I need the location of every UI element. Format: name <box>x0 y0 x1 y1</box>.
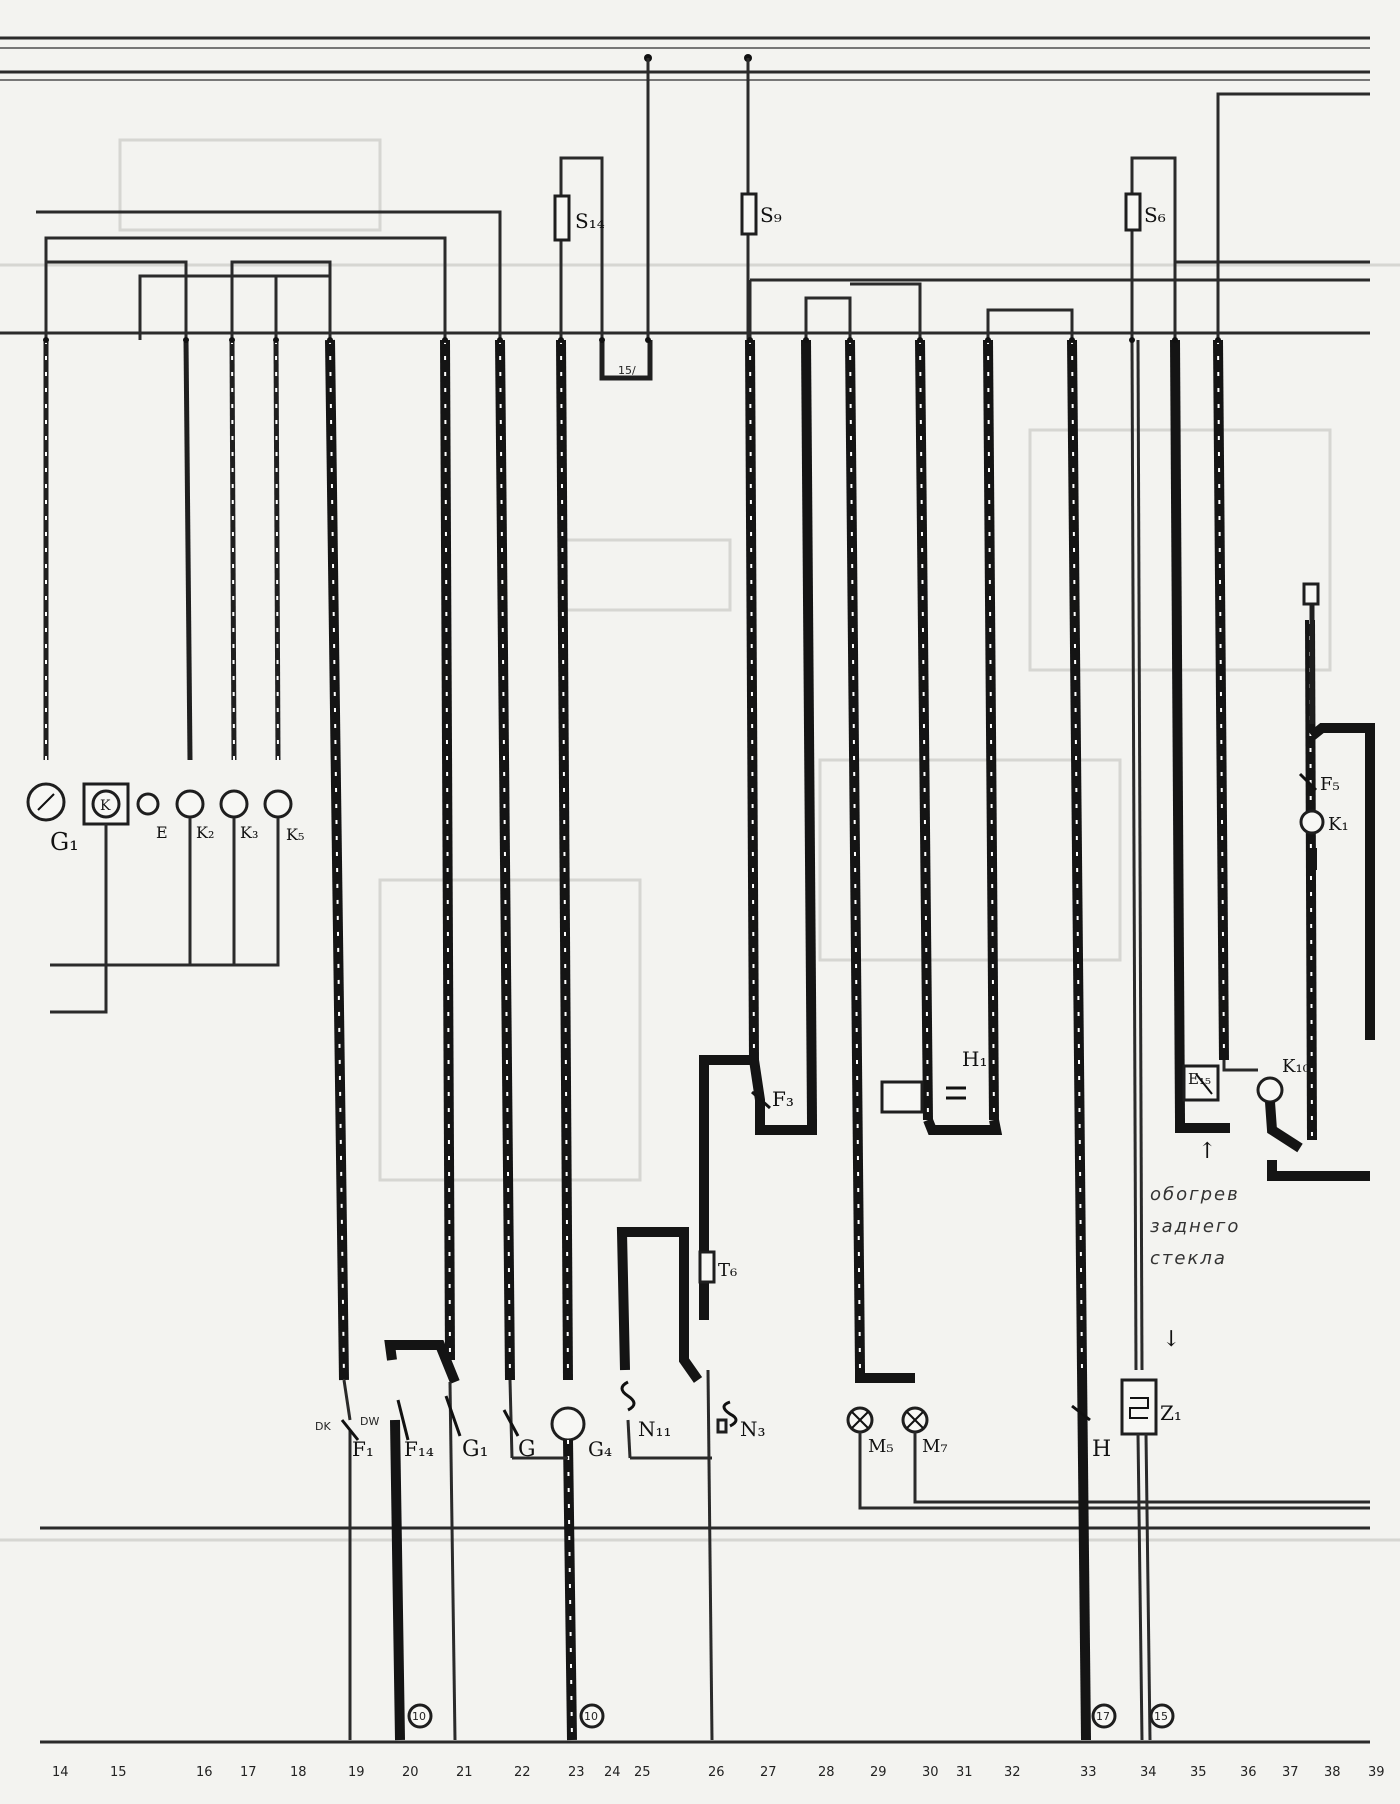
connector-block: 15/ <box>599 340 653 381</box>
lamp-K3-icon <box>263 789 293 819</box>
label-N11: N₁₁ <box>638 1417 672 1441</box>
column-number: 18 <box>290 1765 307 1780</box>
sensor-G: G <box>502 1379 536 1462</box>
lamp-icon <box>136 792 160 816</box>
svg-text:↓: ↓ <box>1162 1327 1180 1352</box>
label-G1: G₁ <box>50 828 79 856</box>
column-number: 31 <box>956 1765 973 1780</box>
label-M5: M₅ <box>868 1436 894 1457</box>
valve-N11: N₁₁ <box>616 1227 703 1459</box>
label-H1: H₁ <box>962 1047 987 1071</box>
svg-text:17: 17 <box>1096 1710 1110 1723</box>
label-H: H <box>1092 1437 1111 1462</box>
switch-F3: F₃ <box>749 1059 817 1135</box>
label-E15: E₁₅ <box>1188 1070 1211 1088</box>
circle-markers: 10 10 17 15 <box>407 1703 1175 1729</box>
label-M7: M₇ <box>922 1436 948 1457</box>
note-line-2: заднего <box>1150 1216 1240 1237</box>
label-F5: F₅ <box>1320 774 1340 795</box>
column-number: 30 <box>922 1765 939 1780</box>
column-number: 32 <box>1004 1765 1021 1780</box>
gauge-cluster-left: G₁ K E K₂ K₃ K₅ <box>26 782 304 1014</box>
column-number: 39 <box>1368 1765 1385 1780</box>
svg-text:15/: 15/ <box>618 364 636 377</box>
svg-text:DW: DW <box>360 1415 379 1428</box>
column-number: 27 <box>760 1765 777 1780</box>
switch-F1: DK F₁ <box>315 1379 374 1740</box>
note-line-1: обогрев <box>1150 1184 1240 1205</box>
note-line-3: стекла <box>1150 1248 1227 1269</box>
column-numbers: 14 15 16 17 18 19 20 21 22 23 24 25 26 27 28 29 30 31 32 33… <box>52 1765 1385 1780</box>
handwritten-note: обогрев заднего стекла <box>1150 1184 1240 1269</box>
column-number: 23 <box>568 1765 585 1780</box>
label-K3: K₃ <box>240 823 258 842</box>
column-number: 29 <box>870 1765 887 1780</box>
top-bus-rails <box>0 36 1370 1744</box>
label-T6: T₆ <box>718 1260 737 1281</box>
sensor-G1b: G₁ <box>444 1381 488 1741</box>
column-number: 15 <box>110 1765 127 1780</box>
fuse-S14: S₁₄ <box>553 194 605 242</box>
svg-text:↑: ↑ <box>1198 1139 1216 1164</box>
label-G: G <box>518 1437 536 1462</box>
svg-text:15: 15 <box>1154 1710 1168 1723</box>
indicator-K10: K₁₀ <box>1222 1056 1370 1181</box>
column-number: 16 <box>196 1765 213 1780</box>
label-K2: K₂ <box>196 823 214 842</box>
column-number: 28 <box>818 1765 835 1780</box>
sensor-T6: T₆ <box>698 1055 754 1320</box>
label-G1b: G₁ <box>462 1437 488 1462</box>
label-S6: S₆ <box>1144 203 1166 227</box>
label-K5: K₅ <box>286 825 304 844</box>
label-F3: F₃ <box>772 1087 794 1111</box>
valve-N3: N₃ <box>630 1369 766 1741</box>
svg-text:10: 10 <box>412 1710 426 1723</box>
fuse-S9: S₉ <box>740 192 782 236</box>
column-number: 36 <box>1240 1765 1257 1780</box>
column-number: 25 <box>634 1765 651 1780</box>
svg-text:10: 10 <box>584 1710 598 1723</box>
column-number: 17 <box>240 1765 257 1780</box>
relay-Z1: Z₁ ↓ <box>1120 1327 1182 1741</box>
column-number: 26 <box>708 1765 725 1780</box>
svg-text:DK: DK <box>315 1420 331 1433</box>
column-number: 19 <box>348 1765 365 1780</box>
label-S14: S₁₄ <box>575 209 605 233</box>
harness-wires <box>43 339 1317 1381</box>
label-G4: G₄ <box>588 1437 612 1461</box>
fuse-S6: S₆ <box>1124 192 1166 232</box>
bus-terminals <box>43 337 1221 343</box>
switch-F14: DW F₁₄ <box>360 1340 460 1741</box>
label-F1: F₁ <box>352 1437 374 1461</box>
column-number: 38 <box>1324 1765 1341 1780</box>
horn-H1: H₁ <box>880 1047 1003 1135</box>
lamp-K2-icon <box>219 789 249 819</box>
column-number: 20 <box>402 1765 419 1780</box>
column-number: 35 <box>1190 1765 1207 1780</box>
column-number: 22 <box>514 1765 531 1780</box>
column-number: 33 <box>1080 1765 1097 1780</box>
indicator-K1-F5: F₅ K₁ <box>1298 582 1375 1040</box>
column-number: 24 <box>604 1765 621 1780</box>
label-K1: K₁ <box>1328 814 1349 835</box>
label-E: E <box>156 823 168 842</box>
column-number: 34 <box>1140 1765 1157 1780</box>
sender-G4: G₄ <box>512 1406 612 1741</box>
column-number: 21 <box>456 1765 473 1780</box>
lamps-M5-M7: M₅ M₇ <box>846 1370 1370 1510</box>
label-K: K <box>100 798 111 814</box>
label-F14: F₁₄ <box>404 1437 434 1461</box>
column-number: 37 <box>1282 1765 1299 1780</box>
column-number: 14 <box>52 1765 69 1780</box>
label-K10: K₁₀ <box>1282 1056 1310 1077</box>
lamp-E-icon <box>175 789 205 819</box>
label-N3: N₃ <box>740 1417 766 1441</box>
label-Z1: Z₁ <box>1160 1401 1182 1425</box>
switch-H: H <box>1071 1369 1111 1741</box>
rear-window-switch-E15: E₁₅ ↑ <box>1175 1064 1230 1164</box>
upper-interconnects <box>36 58 1370 340</box>
label-S9: S₉ <box>760 203 782 227</box>
